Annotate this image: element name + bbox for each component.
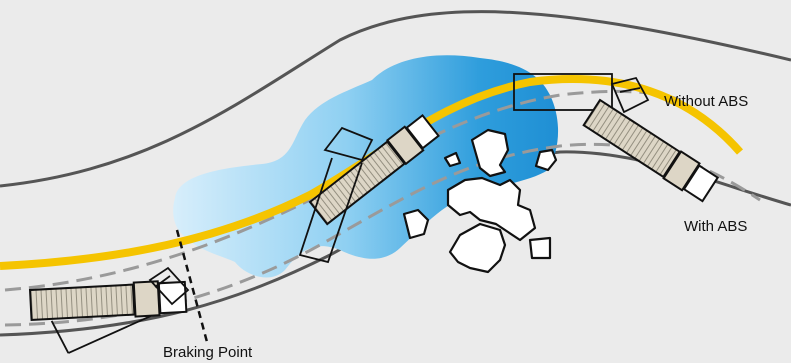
rock-icon [450,224,505,272]
rock-icon [530,238,550,258]
rock-icon [536,150,556,170]
with-abs-label: With ABS [684,218,747,235]
braking-point-label: Braking Point [163,344,253,361]
without-abs-label: Without ABS [664,93,748,110]
